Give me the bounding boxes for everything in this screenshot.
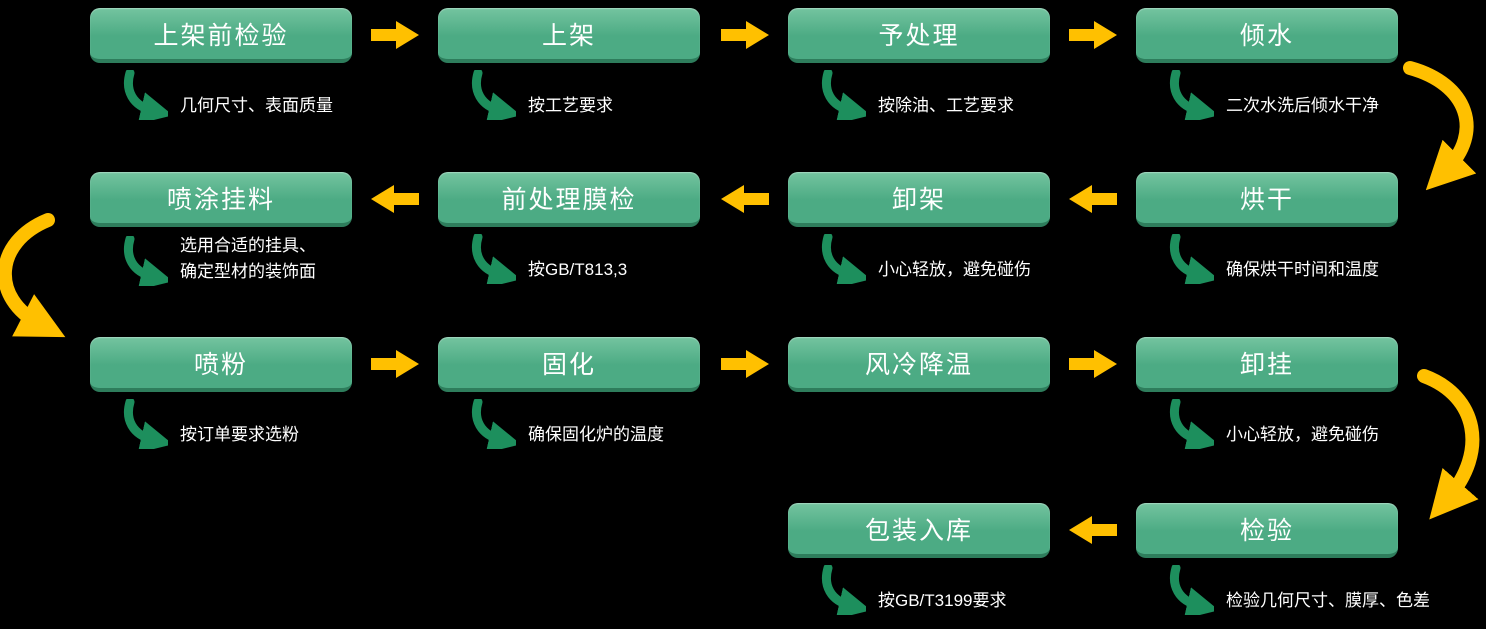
step-note: 确保烘干时间和温度 — [1162, 234, 1379, 284]
step-note: 按工艺要求 — [464, 70, 613, 120]
step-note: 按GB/T813,3 — [464, 234, 627, 284]
process-step-label: 上架前检验 — [153, 21, 289, 50]
note-text: 按GB/T813,3 — [528, 260, 628, 279]
flow-arrow-right-icon — [721, 21, 769, 49]
note-arrow-icon — [124, 399, 168, 449]
flow-arrow-right-icon — [721, 350, 769, 378]
step-note: 检验几何尺寸、膜厚、色差 — [1162, 565, 1430, 615]
note-text: 按除油、工艺要求 — [878, 96, 1014, 115]
flow-arrow-left-icon — [1069, 185, 1117, 213]
process-step-box: 风冷降温 — [788, 337, 1050, 392]
note-text: 按工艺要求 — [528, 96, 613, 115]
note-text: 确定型材的装饰面 — [180, 262, 316, 281]
process-step-label: 喷粉 — [193, 350, 248, 379]
process-step-box: 倾水 — [1136, 8, 1398, 63]
flow-arrow-right-icon — [371, 350, 419, 378]
flow-curve-down-right-2-icon — [1417, 369, 1480, 520]
process-step-box: 上架 — [438, 8, 700, 63]
process-step-box: 予处理 — [788, 8, 1050, 63]
process-step-box: 烘干 — [1136, 172, 1398, 227]
note-arrow-icon — [822, 565, 866, 615]
note-text: 几何尺寸、表面质量 — [180, 96, 333, 115]
flow-curve-down-right-1-icon — [1403, 61, 1477, 191]
note-arrow-icon — [1170, 399, 1214, 449]
note-arrow-icon — [124, 70, 168, 120]
flow-arrow-left-icon — [371, 185, 419, 213]
step-note: 按GB/T3199要求 — [814, 565, 1007, 615]
note-arrow-icon — [1170, 234, 1214, 284]
note-text: 检验几何尺寸、膜厚、色差 — [1226, 591, 1430, 610]
process-step-label: 倾水 — [1239, 21, 1294, 50]
step-note: 按订单要求选粉 — [116, 399, 299, 449]
process-step-label: 予处理 — [878, 21, 960, 50]
process-step-box: 固化 — [438, 337, 700, 392]
step-note: 选用合适的挂具、 确定型材的装饰面 — [116, 234, 316, 286]
note-arrow-icon — [1170, 70, 1214, 120]
flow-arrow-left-icon — [1069, 516, 1117, 544]
note-arrow-icon — [822, 234, 866, 284]
note-arrow-icon — [822, 70, 866, 120]
note-arrow-icon — [472, 70, 516, 120]
process-step-box: 包装入库 — [788, 503, 1050, 558]
process-step-box: 前处理膜检 — [438, 172, 700, 227]
note-text: 小心轻放，避免碰伤 — [1226, 425, 1379, 444]
note-arrow-icon — [1170, 565, 1214, 615]
note-arrow-icon — [472, 399, 516, 449]
step-note: 二次水洗后倾水干净 — [1162, 70, 1379, 120]
process-step-label: 上架 — [541, 21, 596, 50]
note-text: 二次水洗后倾水干净 — [1226, 96, 1379, 115]
process-step-label: 固化 — [541, 350, 596, 379]
note-arrow-icon — [124, 236, 168, 286]
process-step-label: 检验 — [1239, 516, 1294, 545]
process-step-label: 卸架 — [891, 185, 946, 214]
note-text: 确保固化炉的温度 — [528, 425, 664, 444]
process-step-box: 检验 — [1136, 503, 1398, 558]
step-note: 小心轻放，避免碰伤 — [814, 234, 1031, 284]
note-text: 确保烘干时间和温度 — [1226, 260, 1379, 279]
process-step-label: 烘干 — [1239, 185, 1294, 214]
process-step-box: 喷涂挂料 — [90, 172, 352, 227]
note-text: 选用合适的挂具、 — [180, 236, 316, 255]
process-step-box: 上架前检验 — [90, 8, 352, 63]
process-step-box: 卸挂 — [1136, 337, 1398, 392]
note-text: 按订单要求选粉 — [180, 425, 299, 444]
process-step-label: 包装入库 — [864, 516, 973, 545]
flow-curve-down-left-icon — [0, 213, 66, 338]
process-step-box: 喷粉 — [90, 337, 352, 392]
flow-arrow-right-icon — [1069, 350, 1117, 378]
note-text: 小心轻放，避免碰伤 — [878, 260, 1031, 279]
process-step-label: 风冷降温 — [864, 350, 973, 379]
process-step-label: 前处理膜检 — [501, 185, 637, 214]
process-step-label: 喷涂挂料 — [166, 185, 275, 214]
step-note: 按除油、工艺要求 — [814, 70, 1014, 120]
flow-arrow-right-icon — [1069, 21, 1117, 49]
process-step-label: 卸挂 — [1239, 350, 1294, 379]
step-note: 小心轻放，避免碰伤 — [1162, 399, 1379, 449]
step-note: 几何尺寸、表面质量 — [116, 70, 333, 120]
step-note: 确保固化炉的温度 — [464, 399, 664, 449]
process-step-box: 卸架 — [788, 172, 1050, 227]
note-text-lines: 选用合适的挂具、 确定型材的装饰面 — [180, 234, 316, 286]
flow-arrow-left-icon — [721, 185, 769, 213]
note-text: 按GB/T3199要求 — [878, 591, 1007, 610]
note-arrow-icon — [472, 234, 516, 284]
flow-arrow-right-icon — [371, 21, 419, 49]
